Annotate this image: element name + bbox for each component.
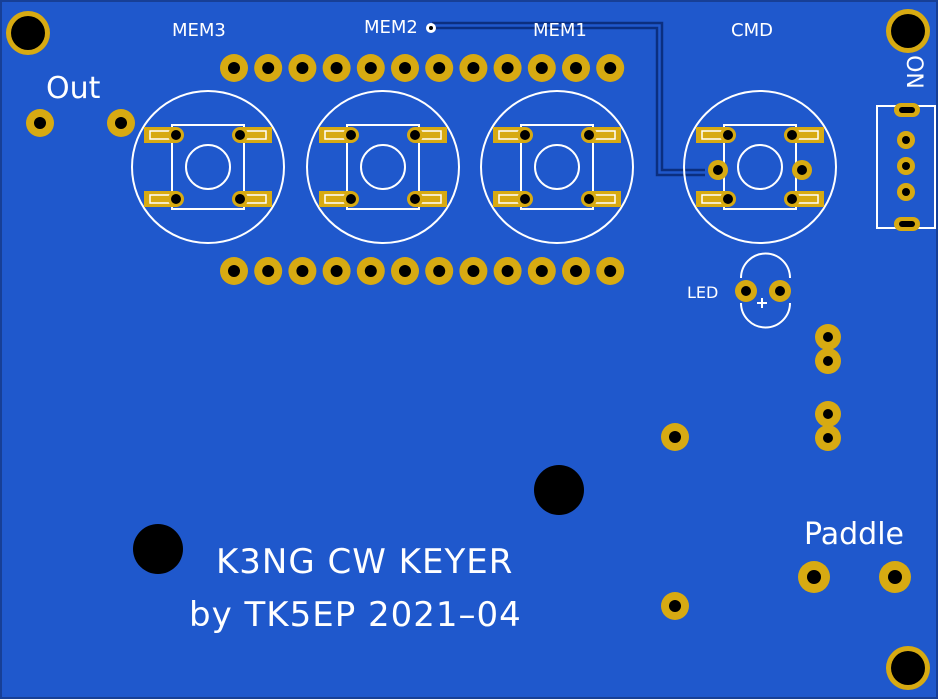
header-pin — [425, 54, 454, 82]
header-pin — [288, 54, 317, 82]
header-pin — [220, 257, 248, 285]
cmd-label: CMD — [731, 20, 773, 41]
header-pin — [322, 54, 351, 82]
push-button-mem3 — [131, 90, 285, 244]
led-footprint — [735, 252, 791, 329]
header-pin — [493, 257, 522, 285]
on-switch — [876, 103, 936, 231]
header-pin — [254, 257, 283, 285]
out-label: Out — [46, 71, 101, 106]
on-label: ON — [900, 55, 926, 89]
header-pin — [356, 257, 385, 285]
pad-pair — [815, 401, 841, 451]
header-pin — [562, 54, 590, 82]
mem1-label: MEM1 — [533, 20, 587, 41]
paddle-label: Paddle — [804, 517, 905, 552]
header-pin — [254, 54, 283, 82]
push-buttons — [131, 90, 837, 244]
via-pad — [661, 423, 689, 451]
paddle-connector — [798, 561, 911, 593]
mounting-hole — [6, 11, 50, 55]
header-pin — [459, 54, 488, 82]
push-button-mem1 — [480, 90, 634, 244]
push-button-cmd — [683, 90, 837, 244]
out-connector — [26, 109, 135, 137]
header-pin — [356, 54, 385, 82]
header-pin-row-top — [220, 54, 625, 82]
header-pin — [493, 54, 522, 82]
drill-hole — [133, 524, 183, 574]
mem2-label: MEM2 — [364, 17, 418, 38]
drill-hole — [534, 465, 584, 515]
mem3-label: MEM3 — [172, 20, 226, 41]
via-pad — [661, 592, 689, 620]
header-pin — [527, 54, 556, 82]
board-subtitle: by TK5EP 2021–04 — [189, 595, 522, 635]
header-pin-row-bottom — [220, 257, 625, 285]
led-label: LED — [687, 283, 719, 302]
header-pin — [391, 257, 419, 285]
header-pin — [288, 257, 317, 285]
mounting-hole — [886, 646, 930, 690]
pad-pair — [815, 324, 841, 374]
header-pin — [527, 257, 556, 285]
header-pin — [220, 54, 248, 82]
header-pin — [322, 257, 351, 285]
header-pin — [425, 257, 454, 285]
push-button-mem2 — [306, 90, 460, 244]
header-pin — [391, 54, 419, 82]
board-title: K3NG CW KEYER — [216, 542, 514, 582]
header-pin — [596, 257, 625, 285]
mounting-hole — [886, 9, 930, 53]
header-pin — [459, 257, 488, 285]
header-pin — [562, 257, 590, 285]
header-pin — [596, 54, 625, 82]
copper-trace — [426, 21, 705, 177]
